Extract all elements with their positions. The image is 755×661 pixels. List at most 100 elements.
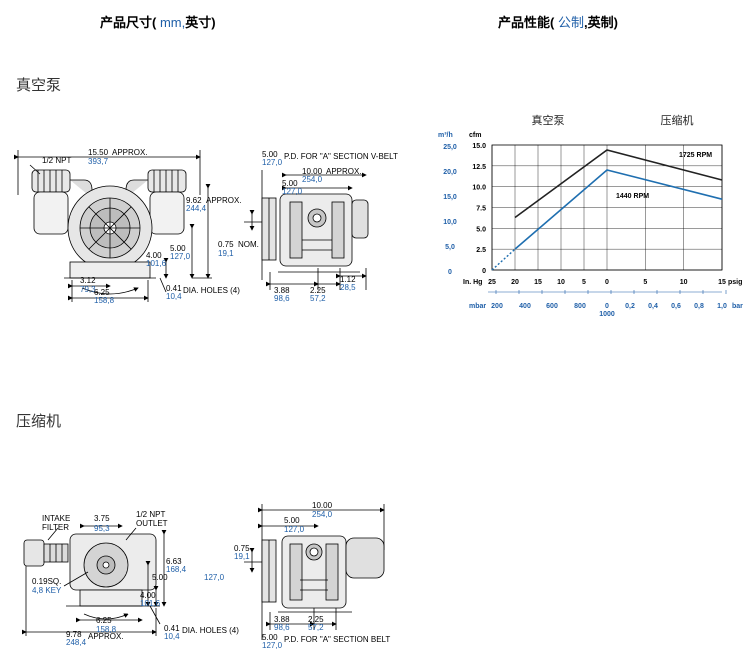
svg-text:254,0: 254,0 (312, 510, 333, 519)
svg-text:5.00: 5.00 (282, 179, 298, 188)
svg-text:DIA. HOLES (4): DIA. HOLES (4) (182, 626, 239, 635)
svg-text:248,4: 248,4 (66, 638, 87, 647)
x-top-tick: 0 (605, 279, 609, 286)
x-bottom-tick-comp: 0,6 (671, 303, 681, 310)
y-left-tick: 25,0 (443, 144, 457, 151)
section-compressor-title: 压缩机 (16, 413, 62, 430)
npt-label: 1/2 NPT (42, 156, 71, 165)
y-cfm-tick: 5.0 (476, 226, 486, 233)
svg-text:3.88: 3.88 (274, 615, 290, 624)
x-bottom-tick-comp: 0,4 (648, 303, 658, 310)
svg-text:127,0: 127,0 (284, 525, 305, 534)
svg-text:127,0: 127,0 (262, 158, 283, 167)
y-left-tick: 5,0 (445, 244, 455, 251)
compressor-front-labels: INTAKE FILTER 1/2 NPT OUTLET 3.75 95,3 6… (32, 510, 239, 647)
series-label-1725: 1725 RPM (679, 152, 712, 159)
svg-text:DIA. HOLES (4): DIA. HOLES (4) (183, 286, 240, 295)
x-top-tick: 10 (680, 279, 688, 286)
x-top-unit-left: In. Hg (463, 279, 482, 286)
svg-text:158,8: 158,8 (94, 296, 115, 305)
svg-text:0.41: 0.41 (164, 624, 180, 633)
y-cfm-tick: 12.5 (472, 164, 486, 171)
svg-text:APPROX.: APPROX. (112, 148, 148, 157)
svg-text:9.78: 9.78 (66, 630, 82, 639)
svg-text:1.12: 1.12 (340, 275, 356, 284)
compressor-side-view (244, 504, 385, 640)
svg-text:5.00: 5.00 (152, 573, 168, 582)
x-bottom-tick-vac: 800 (574, 303, 586, 310)
x-bottom-zero: 0 (605, 303, 609, 310)
vacuum-side-view (244, 170, 369, 290)
svg-text:127,0: 127,0 (204, 573, 225, 582)
x-bottom-zero-sub: 1000 (599, 311, 615, 318)
svg-text:APPROX.: APPROX. (326, 167, 362, 176)
svg-text:INTAKE: INTAKE (42, 514, 70, 523)
svg-text:2.25: 2.25 (310, 286, 326, 295)
svg-text:19,1: 19,1 (234, 552, 250, 561)
svg-text:0.41: 0.41 (166, 284, 182, 293)
y-cfm-tick: 2.5 (476, 247, 486, 254)
svg-text:57,2: 57,2 (310, 294, 326, 303)
x-top-tick: 15 (718, 279, 726, 286)
svg-text:254,0: 254,0 (302, 175, 323, 184)
series-dotted-segment (491, 248, 516, 271)
x-bottom-tick-comp: 0,8 (694, 303, 704, 310)
svg-text:10.00: 10.00 (302, 167, 323, 176)
y-left-tick: 0 (448, 269, 452, 276)
x-bottom-tick-vac: 600 (546, 303, 558, 310)
series-1440-line (514, 169, 723, 250)
svg-text:101,6: 101,6 (140, 599, 161, 608)
svg-text:9.62: 9.62 (186, 196, 202, 205)
x-top-tick: 5 (643, 279, 647, 286)
x-bottom-tick-comp: 0,2 (625, 303, 635, 310)
svg-text:5.00: 5.00 (262, 150, 278, 159)
svg-text:10.00: 10.00 (312, 501, 333, 510)
svg-text:1/2 NPT: 1/2 NPT (136, 510, 165, 519)
svg-text:95,3: 95,3 (94, 524, 110, 533)
svg-text:3.12: 3.12 (80, 276, 96, 285)
svg-text:393,7: 393,7 (88, 157, 109, 166)
svg-text:127,0: 127,0 (282, 187, 303, 196)
svg-text:6.63: 6.63 (166, 557, 182, 566)
svg-text:101,6: 101,6 (146, 259, 167, 268)
compressor-front-view (22, 523, 167, 636)
y-left-unit: m³/h (438, 132, 453, 139)
y-left-tick: 10,0 (443, 219, 457, 226)
x-bottom-unit-right: bar (732, 303, 743, 310)
region-label-compressor: 压缩机 (661, 113, 694, 127)
x-top-tick: 20 (511, 279, 519, 286)
svg-text:57,2: 57,2 (308, 623, 324, 632)
svg-text:244,4: 244,4 (186, 204, 207, 213)
x-bottom-tick-vac: 400 (519, 303, 531, 310)
region-label-vacuum: 真空泵 (532, 113, 565, 127)
svg-text:OUTLET: OUTLET (136, 519, 168, 528)
svg-text:127,0: 127,0 (262, 641, 283, 650)
svg-text:15.50: 15.50 (88, 148, 109, 157)
x-top-unit-right: psig (728, 279, 742, 286)
y-left-tick: 15,0 (443, 194, 457, 201)
svg-text:10,4: 10,4 (164, 632, 180, 641)
svg-text:4.00: 4.00 (140, 591, 156, 600)
svg-text:28,5: 28,5 (340, 283, 356, 292)
compressor-side-labels: 10.00 254,0 5.00 127,0 0.75 19,1 3.88 98… (234, 501, 390, 650)
svg-text:4,8 KEY: 4,8 KEY (32, 586, 62, 595)
svg-text:10,4: 10,4 (166, 292, 182, 301)
series-1725-line (514, 149, 723, 219)
x-top-tick: 10 (557, 279, 565, 286)
svg-text:19,1: 19,1 (218, 249, 234, 258)
y-right-unit: cfm (469, 132, 481, 139)
svg-text:6.25: 6.25 (94, 288, 110, 297)
svg-text:0.19SQ.: 0.19SQ. (32, 577, 61, 586)
svg-text:NOM.: NOM. (238, 240, 259, 249)
x-top-tick: 5 (582, 279, 586, 286)
svg-text:2.25: 2.25 (308, 615, 324, 624)
x-top-tick: 25 (488, 279, 496, 286)
svg-text:158,8: 158,8 (96, 625, 117, 634)
svg-text:0.75: 0.75 (234, 544, 250, 553)
svg-text:168,4: 168,4 (166, 565, 187, 574)
svg-text:6.25: 6.25 (96, 616, 112, 625)
svg-text:5.00: 5.00 (284, 516, 300, 525)
vacuum-side-labels: 5.00 P.D. FOR "A" SECTION V-BELT 127,0 5… (218, 150, 398, 303)
